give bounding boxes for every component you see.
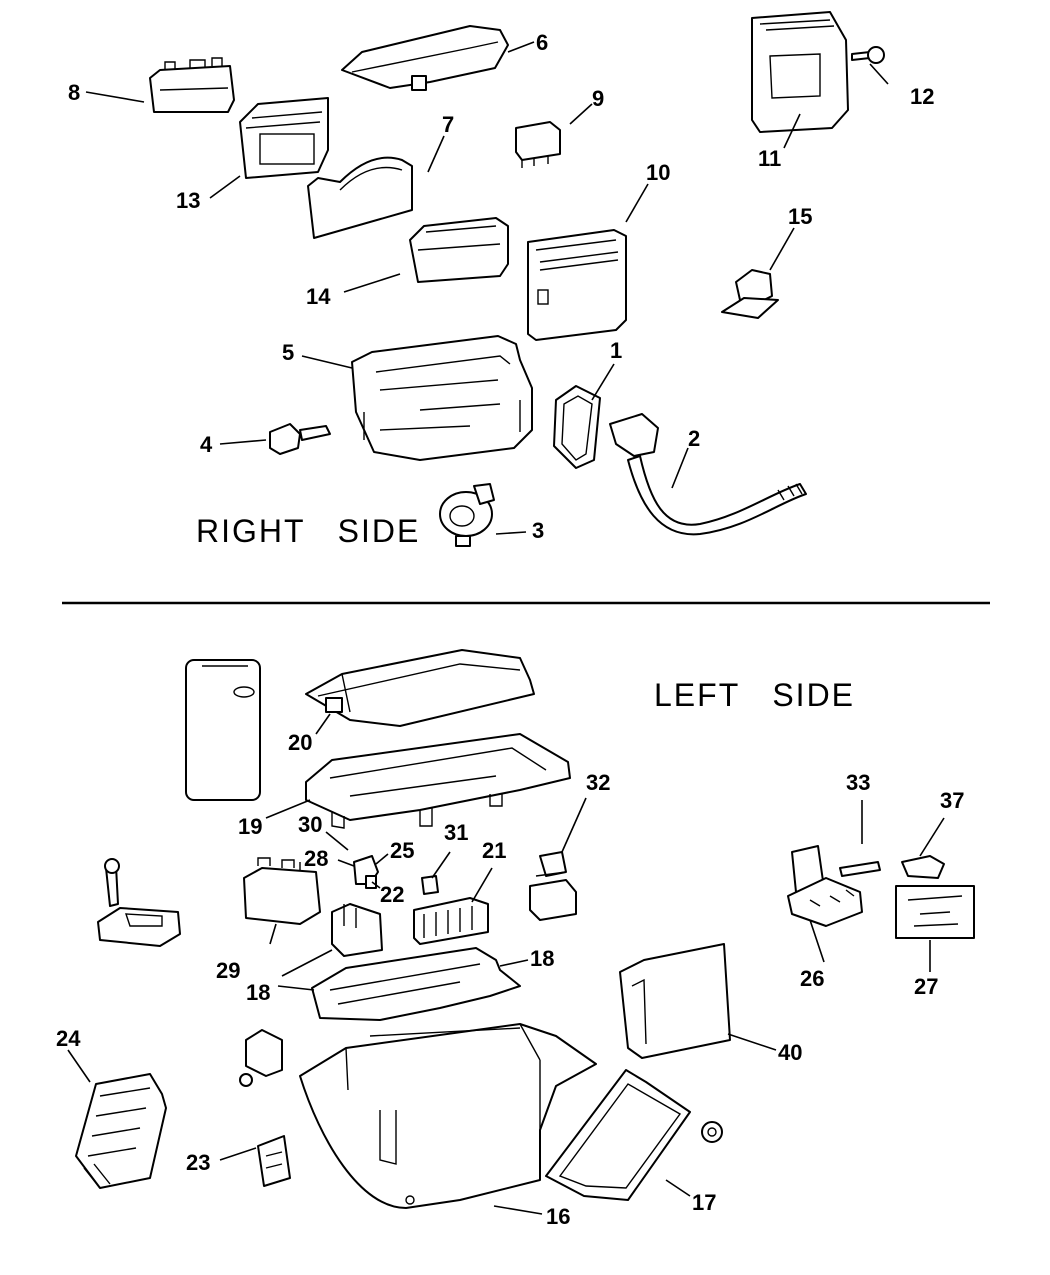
part-clip	[239, 1029, 283, 1087]
part-7-bracket	[307, 156, 413, 239]
part-21-fuse-block	[413, 897, 489, 945]
part-grommet	[701, 1121, 723, 1143]
callout-25: 25	[390, 838, 414, 863]
part-2-hose	[609, 413, 807, 536]
part-bracket-screw	[97, 858, 181, 947]
callout-15: 15	[788, 204, 812, 229]
part-18-carrier	[311, 947, 521, 1021]
part-12-bolt	[851, 46, 885, 64]
callout-37: 37	[940, 788, 964, 813]
callout-11: 11	[758, 146, 781, 171]
callout-26: 26	[800, 966, 824, 991]
callout-27: 27	[914, 974, 938, 999]
callout-5: 5	[282, 340, 294, 365]
part-27-label-sheet	[895, 885, 975, 939]
part-1-gasket	[553, 385, 601, 469]
callout-1: 1	[610, 338, 622, 363]
callout-28: 28	[304, 846, 328, 871]
part-11-control-module	[751, 11, 849, 133]
part-40-module	[619, 943, 731, 1059]
right-side-title: RIGHT SIDE	[196, 513, 420, 549]
callout-18-right: 18	[530, 946, 554, 971]
callout-7: 7	[442, 112, 454, 137]
callout-30: 30	[298, 812, 322, 837]
part-18-relay-middle	[331, 903, 383, 957]
callout-20: 20	[288, 730, 312, 755]
part-10-ecu	[527, 229, 627, 341]
left-side-title: LEFT SIDE	[654, 677, 855, 713]
part-3-pump	[439, 483, 495, 547]
callout-32: 32	[586, 770, 610, 795]
part-14-control-module	[409, 217, 509, 283]
part-6-cover	[341, 25, 509, 91]
callout-13: 13	[176, 188, 200, 213]
callout-9: 9	[592, 86, 604, 111]
callout-6: 6	[536, 30, 548, 55]
part-37-connector	[901, 855, 945, 879]
part-25-fuse-holder	[353, 855, 379, 889]
callout-40: 40	[778, 1040, 802, 1065]
part-4-sensor	[269, 423, 331, 455]
callout-19: 19	[238, 814, 262, 839]
part-8-relay-block	[149, 57, 235, 113]
part-15-clip	[721, 269, 779, 319]
callout-21: 21	[482, 838, 506, 863]
right-side-leaders	[85, 41, 889, 535]
part-5-housing	[351, 335, 533, 461]
callout-12: 12	[910, 84, 934, 109]
part-18-relay-right	[529, 871, 577, 921]
part-17-gasket	[545, 1069, 691, 1201]
part-29-relay-box	[243, 857, 321, 925]
callout-3: 3	[532, 518, 544, 543]
label-card	[185, 659, 261, 801]
callout-24: 24	[56, 1026, 81, 1051]
part-24-large-module	[75, 1073, 167, 1189]
part-16-main-box	[299, 1023, 597, 1209]
callout-31: 31	[444, 820, 468, 845]
callout-29: 29	[216, 958, 240, 983]
part-23-connector	[257, 1135, 291, 1187]
part-31-fuse	[421, 875, 439, 895]
callout-17: 17	[692, 1190, 716, 1215]
part-13-control-module	[239, 97, 329, 179]
callout-14: 14	[306, 284, 331, 309]
part-26-fuse-box	[787, 845, 863, 927]
callout-16: 16	[546, 1204, 570, 1229]
callout-18-left: 18	[246, 980, 270, 1005]
callout-33: 33	[846, 770, 870, 795]
callout-8: 8	[68, 80, 80, 105]
callout-23: 23	[186, 1150, 210, 1175]
left-side-leaders	[67, 713, 945, 1215]
callout-2: 2	[688, 426, 700, 451]
part-19-tray	[305, 733, 571, 829]
part-9-relay	[515, 121, 561, 168]
part-33-strip	[839, 861, 881, 877]
callout-22: 22	[380, 882, 404, 907]
part-20-cover	[305, 649, 535, 727]
callout-10: 10	[646, 160, 670, 185]
callout-4: 4	[200, 432, 213, 457]
